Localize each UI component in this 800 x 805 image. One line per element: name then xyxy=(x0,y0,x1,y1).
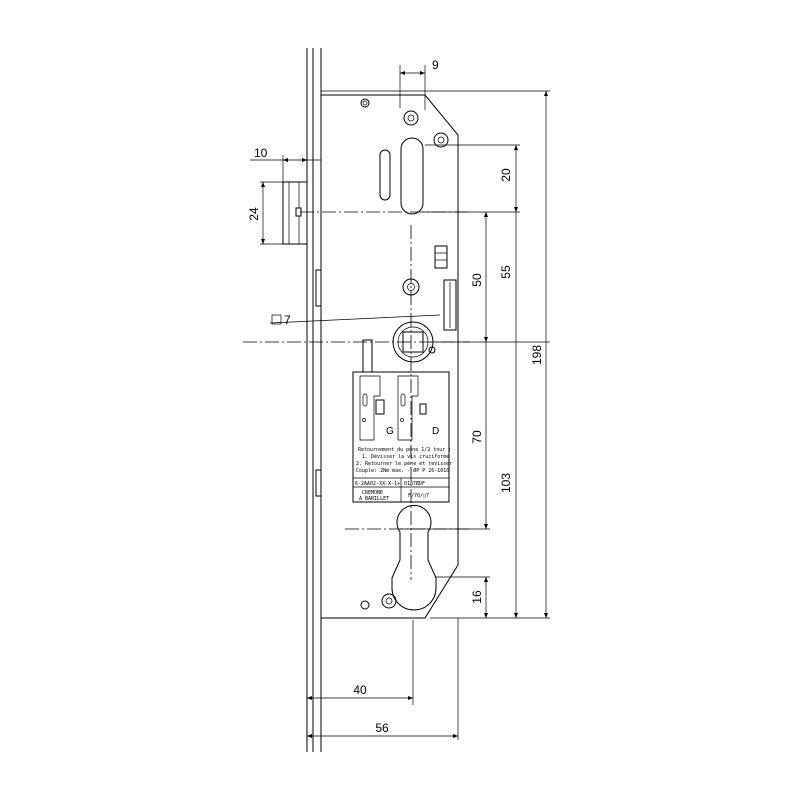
label-line-4: Couple: 2Nm max. - ØP P 26-1010 xyxy=(356,467,449,474)
label-letter-d: D xyxy=(432,426,439,437)
faceplate-slot-upper xyxy=(315,269,322,307)
dim-70: 70 xyxy=(470,430,484,444)
label-line-2: 1. Dévisser la vis cruciforme xyxy=(362,453,449,460)
label-name-line-2: A BARILLET xyxy=(359,496,389,502)
dim-24: 24 xyxy=(247,207,261,221)
dim-55: 55 xyxy=(499,265,513,279)
dim-10: 10 xyxy=(254,146,268,160)
label-spec: F/70/□7 xyxy=(408,493,429,499)
label-diagram-left xyxy=(359,375,385,441)
square-symbol xyxy=(271,314,282,325)
screw-hole-top-left xyxy=(360,98,370,108)
dimension-lines xyxy=(250,72,547,737)
dim-20: 20 xyxy=(499,168,513,182)
screw-top xyxy=(403,110,419,126)
screw-bottom xyxy=(381,593,397,609)
dim-50: 50 xyxy=(470,273,484,287)
dim-103: 103 xyxy=(499,473,513,493)
screw-hole-top-left-inner xyxy=(362,100,368,106)
faceplate-slot-lower xyxy=(315,469,322,497)
screw-hole-bottom-left xyxy=(360,600,370,610)
dim-7: 7 xyxy=(284,313,291,327)
screw-right-top-inner xyxy=(437,136,445,144)
trigger-lever xyxy=(362,339,373,377)
dim-56: 56 xyxy=(375,721,389,735)
screw-top-inner xyxy=(407,114,415,122)
latch-bolt xyxy=(282,181,308,245)
label-letter-g: G xyxy=(386,426,394,437)
dim-9: 9 xyxy=(432,58,439,72)
slot-rod-top xyxy=(400,137,424,215)
extension-lines xyxy=(260,65,550,740)
screw-right-top xyxy=(433,132,449,148)
cylinder-cutout xyxy=(391,504,437,611)
instruction-label: G D Retournement du pêne 1/2 tour : 1. D… xyxy=(352,371,452,503)
dim-198: 198 xyxy=(530,345,544,365)
slot-long-left xyxy=(379,149,391,201)
spindle-follower xyxy=(392,321,436,363)
screw-bottom-inner xyxy=(385,597,393,605)
label-code-left: 6-2AA02-XX-X-1+ xyxy=(355,481,400,487)
label-line-3: 2. Retourner le pêne et revisser xyxy=(356,460,452,467)
arrowheads xyxy=(261,71,548,738)
faceplate xyxy=(306,48,322,752)
screw-middle-inner xyxy=(407,283,415,291)
label-code-right: 0107BDF xyxy=(404,481,425,487)
small-spring-block xyxy=(434,245,448,269)
label-line-1: Retournement du pêne 1/2 tour : xyxy=(358,446,451,453)
label-diagram-right xyxy=(397,375,427,441)
label-name-line-1: CREMONE xyxy=(362,490,383,496)
dim-40: 40 xyxy=(353,683,367,697)
dim-16: 16 xyxy=(470,590,484,604)
